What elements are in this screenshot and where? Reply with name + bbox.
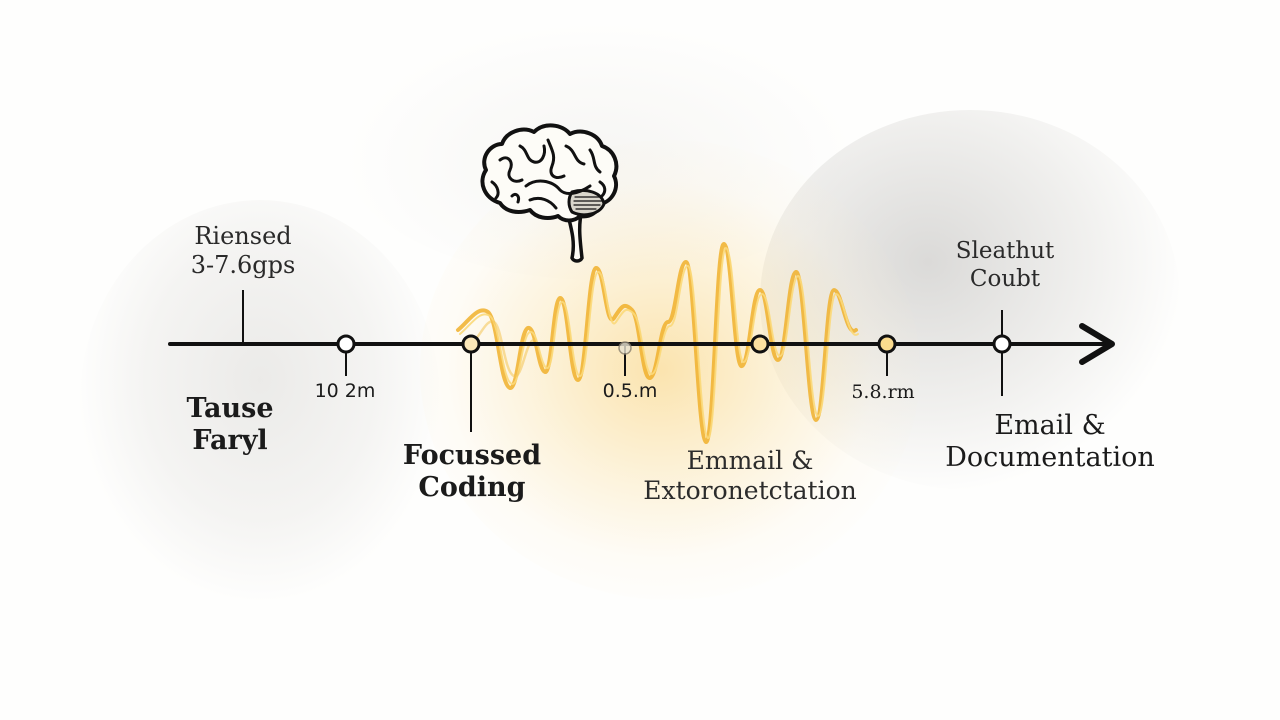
timeline-node bbox=[992, 334, 1012, 354]
timeline-node bbox=[336, 334, 356, 354]
marker-label-1: 10 2m bbox=[314, 380, 376, 402]
phase-label-3-line1: Emmail & bbox=[686, 446, 814, 475]
phase-label-4-line2: Documentation bbox=[945, 442, 1155, 474]
upper-label-right-line2: Coubt bbox=[969, 265, 1041, 292]
brain-icon bbox=[480, 123, 619, 263]
upper-label-left-line2: 3-7.6gps bbox=[190, 250, 296, 279]
timeline-node bbox=[750, 334, 770, 354]
phase-label-2-line2: Coding bbox=[418, 472, 526, 504]
upper-label-left-line1: Riensed bbox=[194, 222, 292, 250]
timeline-node bbox=[461, 334, 481, 354]
phase-label-1-line1: Tause bbox=[186, 393, 274, 424]
upper-label-right-line1: Sleathut bbox=[955, 238, 1055, 264]
phase-label-2: Focussed Coding bbox=[382, 440, 562, 505]
marker-label-2: 0.5.m bbox=[602, 380, 658, 402]
phase-label-4: Email & Documentation bbox=[920, 410, 1180, 475]
upper-label-right: Sleathut Coubt bbox=[940, 238, 1070, 293]
phase-label-3: Emmail & Extoronetctation bbox=[600, 446, 900, 506]
phase-label-1-line2: Faryl bbox=[192, 425, 268, 457]
marker-label-3: 5.8.rm bbox=[851, 381, 915, 403]
phase-label-1: Tause Faryl bbox=[160, 393, 300, 458]
brainwave-signal bbox=[456, 241, 859, 445]
phase-label-4-line1: Email & bbox=[994, 410, 1106, 441]
phase-label-3-line2: Extoronetctation bbox=[643, 476, 857, 505]
timeline-node bbox=[618, 341, 632, 355]
timeline-node bbox=[877, 334, 897, 354]
upper-label-left: Riensed 3-7.6gps bbox=[168, 222, 318, 280]
arrow-right-icon bbox=[1079, 323, 1115, 365]
phase-label-2-line1: Focussed bbox=[402, 440, 542, 471]
